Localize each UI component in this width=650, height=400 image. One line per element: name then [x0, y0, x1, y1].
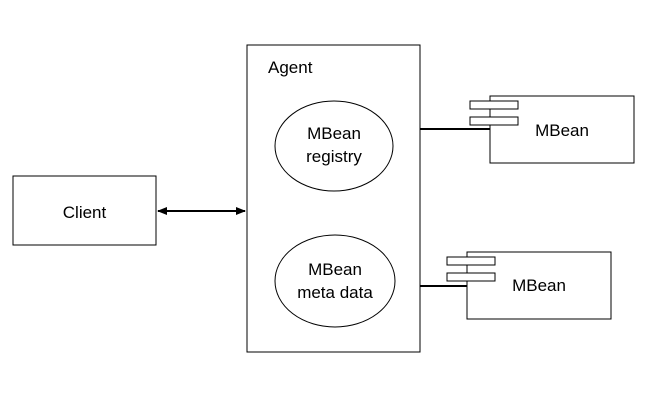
mbean-metadata-line2: meta data [297, 283, 373, 302]
agent-node: Agent MBean registry MBean meta data [246, 44, 421, 353]
component-tab-icon [446, 272, 496, 282]
agent-label: Agent [268, 58, 313, 77]
client-node: Client [12, 175, 157, 246]
mbean-top-label: MBean [535, 121, 589, 140]
mbean-registry-line2: registry [306, 147, 362, 166]
component-tab-icon [446, 256, 496, 266]
mbean-registry-line1: MBean [307, 124, 361, 143]
mbean-bottom-label: MBean [512, 276, 566, 295]
mbean-metadata-ellipse [274, 234, 396, 328]
client-label: Client [63, 203, 107, 222]
mbean-metadata-node: MBean meta data [274, 234, 396, 328]
mbean-registry-ellipse [274, 100, 394, 192]
mbean-registry-node: MBean registry [274, 100, 394, 192]
component-tab-icon [469, 116, 519, 126]
component-tab-icon [469, 100, 519, 110]
mbean-bottom-component: MBean [446, 251, 612, 320]
mbean-metadata-line1: MBean [308, 260, 362, 279]
mbean-top-component: MBean [469, 95, 635, 164]
client-box [12, 175, 157, 246]
